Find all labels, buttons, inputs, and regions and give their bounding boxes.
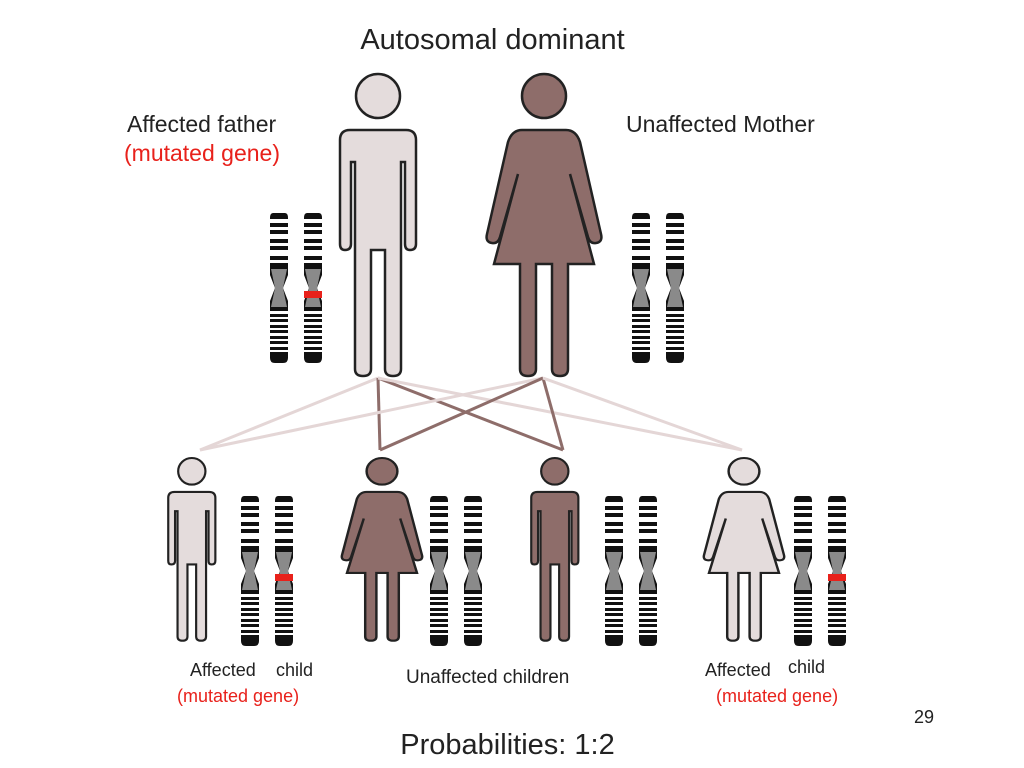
father-to-child4-line — [377, 376, 743, 452]
father-to-child2-line — [376, 377, 382, 451]
child3-chromosome-1 — [605, 496, 623, 646]
mutation-marker — [304, 291, 322, 298]
mother-chromosome-2 — [666, 213, 684, 363]
unaffected-children-label: Unaffected children — [406, 667, 570, 688]
child1-affected-son — [167, 456, 217, 642]
right-child-label: child — [788, 657, 826, 677]
child2-chromosome-2 — [464, 496, 482, 646]
diagram-title: Autosomal dominant — [360, 24, 625, 56]
child3-unaffected-son — [530, 456, 580, 642]
probabilities-label: Probabilities: 1:2 — [400, 729, 615, 761]
father-to-child1-line — [199, 376, 379, 452]
child3-chromosome-2 — [639, 496, 657, 646]
right-gene-label: (mutated gene) — [716, 686, 839, 706]
left-gene-label: (mutated gene) — [177, 686, 300, 706]
mother-chromosome-1 — [632, 213, 650, 363]
father-chromosome-normal — [270, 213, 288, 363]
mother-to-child4-line — [542, 376, 743, 452]
father-chromosome-mutated — [304, 213, 322, 363]
inheritance-lines — [199, 376, 743, 452]
mother-to-child2-line — [379, 376, 544, 452]
page-number: 29 — [914, 707, 935, 727]
child2-unaffected-daughter — [340, 456, 424, 642]
child2-chromosome-1 — [430, 496, 448, 646]
left-child-label: child — [276, 660, 314, 680]
mutation-marker — [828, 574, 846, 581]
father-label: Affected father — [127, 111, 277, 137]
child4-chromosome-normal — [794, 496, 812, 646]
child1-chromosome-mutated — [275, 496, 293, 646]
mother-figure — [485, 72, 603, 378]
child4-chromosome-mutated — [828, 496, 846, 646]
left-affected-label: Affected — [190, 660, 256, 680]
father-figure — [338, 72, 418, 378]
mother-to-child1-line — [199, 376, 544, 452]
child4-affected-daughter — [702, 456, 786, 642]
father-to-child3-line — [377, 376, 564, 452]
right-affected-label: Affected — [705, 660, 771, 680]
father-gene-label: (mutated gene) — [124, 140, 280, 166]
mother-label: Unaffected Mother — [626, 111, 815, 137]
mutation-marker — [275, 574, 293, 581]
mother-to-child3-line — [541, 377, 565, 451]
child1-chromosome-normal — [241, 496, 259, 646]
